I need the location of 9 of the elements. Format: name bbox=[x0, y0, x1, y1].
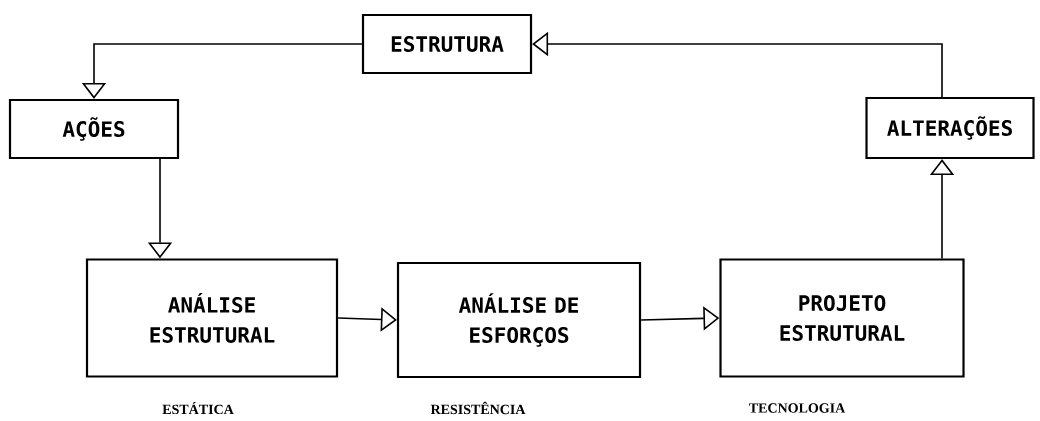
caption-text: TECNOLOGIA bbox=[749, 403, 846, 413]
caption-text: ESTÁTICA bbox=[162, 401, 234, 415]
process-box: AÇÕES bbox=[8, 98, 180, 160]
process-box: ESTRUTURA bbox=[361, 13, 533, 75]
process-box: ANÁLISE ESTRUTURAL bbox=[85, 258, 339, 378]
process-box: ALTERAÇÕES bbox=[865, 96, 1035, 160]
process-box: PROJETO ESTRUTURAL bbox=[719, 258, 965, 378]
process-box: ANÁLISE DE ESFORÇOS bbox=[396, 261, 642, 379]
caption-text: RESISTÊNCIA bbox=[430, 401, 526, 415]
